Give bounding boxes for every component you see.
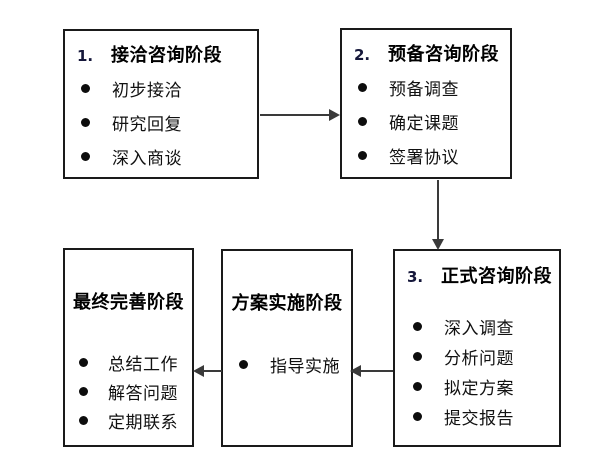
arrow-right-icon	[329, 109, 340, 121]
list-item-label: 深入商谈	[112, 148, 182, 169]
list-item: 研究回复	[65, 105, 257, 139]
flow-box-stage-3[interactable]: 3. 正式咨询阶段 深入调查 分析问题 拟定方案 提交报告	[393, 249, 561, 447]
flow-box-stage-1[interactable]: 1. 接洽咨询阶段 初步接洽 研究回复 深入商谈	[63, 29, 259, 179]
bullet-dot-icon	[358, 82, 367, 92]
bullet-dot-icon	[413, 321, 422, 331]
bullet-dot-icon	[413, 411, 422, 421]
box-title-row: 3. 正式咨询阶段	[407, 262, 552, 288]
flow-box-stage-5[interactable]: 最终完善阶段 总结工作 解答问题 定期联系	[63, 248, 194, 447]
list-item-label: 指导实施	[270, 356, 340, 377]
connector-stage1-stage2-line	[260, 114, 330, 116]
bullet-dot-icon	[81, 117, 90, 127]
box-number: 1.	[77, 47, 94, 65]
list-item-label: 签署协议	[389, 147, 459, 168]
bullet-dot-icon	[413, 351, 422, 361]
box-bullet-list: 预备调查 确定课题 签署协议	[342, 70, 510, 172]
list-item: 确定课题	[342, 104, 510, 138]
list-item-label: 研究回复	[112, 114, 182, 135]
box-title: 正式咨询阶段	[441, 266, 552, 287]
list-item-label: 解答问题	[108, 384, 178, 404]
arrow-down-icon	[432, 239, 444, 250]
list-item: 预备调查	[342, 70, 510, 104]
list-item-label: 确定课题	[389, 113, 459, 134]
list-item-label: 预备调查	[389, 79, 459, 100]
box-title: 最终完善阶段	[73, 292, 184, 313]
list-item: 分析问题	[395, 341, 559, 371]
connector-stage3-stage4-line	[360, 370, 393, 372]
connector-stage4-stage5-line	[203, 370, 222, 372]
list-item: 定期联系	[65, 406, 192, 435]
list-item-label: 分析问题	[444, 348, 514, 369]
box-bullet-list: 指导实施	[223, 349, 351, 379]
list-item: 深入调查	[395, 311, 559, 341]
list-item: 提交报告	[395, 401, 559, 431]
box-bullet-list: 总结工作 解答问题 定期联系	[65, 348, 192, 435]
list-item: 深入商谈	[65, 139, 257, 173]
bullet-dot-icon	[358, 116, 367, 126]
list-item-label: 总结工作	[108, 355, 178, 375]
bullet-dot-icon	[81, 151, 90, 161]
box-bullet-list: 初步接洽 研究回复 深入商谈	[65, 71, 257, 173]
list-item: 签署协议	[342, 138, 510, 172]
bullet-dot-icon	[81, 83, 90, 93]
arrow-left-icon	[193, 365, 204, 377]
box-title: 接洽咨询阶段	[111, 45, 222, 66]
flow-box-stage-2[interactable]: 2. 预备咨询阶段 预备调查 确定课题 签署协议	[340, 28, 512, 179]
list-item: 初步接洽	[65, 71, 257, 105]
list-item: 指导实施	[223, 349, 351, 379]
box-title: 方案实施阶段	[231, 293, 343, 314]
box-number: 3.	[407, 268, 424, 286]
box-title: 预备咨询阶段	[388, 44, 499, 65]
list-item-label: 拟定方案	[444, 378, 514, 399]
box-title-row: 2. 预备咨询阶段	[354, 40, 499, 66]
connector-stage2-stage3-line	[437, 180, 439, 240]
bullet-dot-icon	[79, 358, 88, 367]
box-title-row: 1. 接洽咨询阶段	[77, 41, 222, 67]
list-item-label: 初步接洽	[112, 80, 182, 101]
bullet-dot-icon	[239, 359, 248, 369]
arrow-left-icon	[350, 365, 361, 377]
bullet-dot-icon	[79, 416, 88, 425]
list-item: 解答问题	[65, 377, 192, 406]
list-item-label: 定期联系	[108, 413, 178, 433]
bullet-dot-icon	[79, 387, 88, 396]
list-item: 总结工作	[65, 348, 192, 377]
list-item-label: 提交报告	[444, 408, 514, 429]
bullet-dot-icon	[413, 381, 422, 391]
box-bullet-list: 深入调查 分析问题 拟定方案 提交报告	[395, 311, 559, 431]
bullet-dot-icon	[358, 150, 367, 160]
flow-box-stage-4[interactable]: 方案实施阶段 指导实施	[221, 249, 353, 447]
box-number: 2.	[354, 46, 371, 64]
list-item: 拟定方案	[395, 371, 559, 401]
list-item-label: 深入调查	[444, 318, 514, 339]
